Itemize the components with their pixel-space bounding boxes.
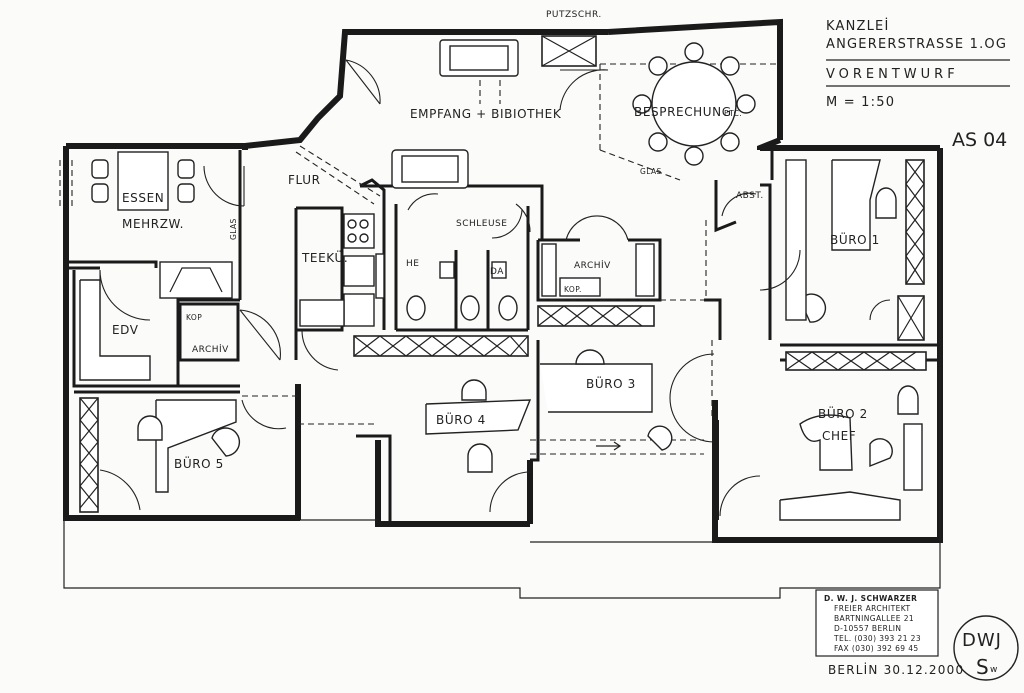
title-block: KANZLEİ ANGERERSTRASSE 1.OG VORENTWURF M… bbox=[826, 18, 1010, 151]
label-buero-3: BÜRO 3 bbox=[586, 375, 636, 391]
drawing-phase: VORENTWURF bbox=[826, 67, 959, 82]
place-and-date: BERLİN 30.12.2000 bbox=[828, 662, 964, 677]
label-schleuse: SCHLEUSE bbox=[456, 219, 507, 229]
label-teekueche: TEEKÜ. bbox=[301, 249, 348, 265]
label-besprechung: BESPRECHUNG bbox=[634, 105, 732, 119]
stamp-fax: FAX (030) 392 69 45 bbox=[834, 644, 919, 653]
stamp-title: FREIER ARCHITEKT bbox=[834, 604, 911, 613]
architect-seal: DWJ S w bbox=[953, 615, 1019, 681]
stamp-name: D. W. J. SCHWARZER bbox=[824, 594, 917, 603]
architect-stamp: D. W. J. SCHWARZER FREIER ARCHITEKT BART… bbox=[815, 589, 939, 657]
label-flur: FLUR bbox=[288, 173, 321, 187]
room-labels: PUTZSCHR. EMPFANG + BIBIOTHEK BESPRECHUN… bbox=[112, 10, 880, 471]
project-title-line2: ANGERERSTRASSE 1.OG bbox=[826, 37, 1007, 52]
label-chef: CHEF bbox=[822, 429, 856, 443]
label-glas-left: GLAS bbox=[229, 218, 238, 240]
furniture bbox=[79, 39, 923, 521]
label-empfang: EMPFANG + BIBIOTHEK bbox=[410, 107, 562, 121]
seal-letter: S bbox=[976, 655, 989, 679]
label-archiv-left: ARCHİV bbox=[192, 344, 229, 355]
label-essen-line2: MEHRZW. bbox=[122, 217, 184, 231]
label-edv: EDV bbox=[112, 323, 139, 337]
seal-initials: DWJ bbox=[962, 630, 1002, 651]
label-glas-top: GLAS bbox=[640, 167, 662, 176]
stamp-street: BARTNINGALLEE 21 bbox=[834, 614, 914, 623]
label-buero-2: BÜRO 2 bbox=[818, 405, 868, 421]
label-kop-center: KOP. bbox=[564, 285, 582, 294]
sheet-number: AS 04 bbox=[952, 129, 1007, 151]
label-buero-5: BÜRO 5 bbox=[174, 455, 224, 471]
interior-walls bbox=[66, 150, 940, 524]
label-buero-4: BÜRO 4 bbox=[436, 411, 486, 427]
stamp-tel: TEL. (030) 393 21 23 bbox=[833, 634, 921, 643]
label-buero-1: BÜRO 1 bbox=[830, 231, 880, 247]
label-da: DA bbox=[490, 267, 504, 277]
label-abst: ABST. bbox=[736, 191, 764, 201]
door-swings bbox=[99, 59, 891, 517]
balcony-outline bbox=[63, 518, 941, 599]
project-title-line1: KANZLEİ bbox=[826, 18, 890, 34]
label-he: HE bbox=[406, 259, 419, 269]
label-archiv-center: ARCHİV bbox=[574, 260, 611, 271]
label-kop-left: KOP bbox=[186, 313, 202, 322]
label-besprechung-suffix: ETC. bbox=[724, 109, 742, 118]
drawing-scale: M = 1:50 bbox=[826, 95, 895, 110]
label-essen-line1: ESSEN bbox=[122, 191, 164, 205]
built-in-cupboards bbox=[79, 35, 927, 513]
seal-letter-suffix: w bbox=[990, 665, 997, 675]
stamp-city: D-10557 BERLIN bbox=[834, 624, 901, 633]
label-putzschrank: PUTZSCHR. bbox=[546, 10, 602, 20]
